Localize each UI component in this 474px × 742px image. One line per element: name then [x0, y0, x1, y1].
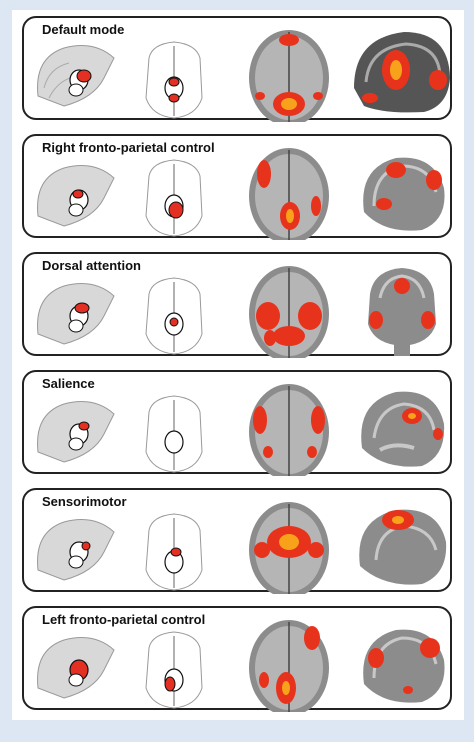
- sagittal-fmri: [359, 509, 447, 585]
- panel-title: Default mode: [42, 22, 125, 37]
- sagittal-fmri: [363, 157, 445, 231]
- panel-title: Right fronto-parietal control: [42, 140, 215, 155]
- network-images: [37, 384, 445, 476]
- sagittal-outline: [37, 283, 115, 345]
- figure: Default mode: [12, 10, 464, 720]
- panel-dorsal-attention: Dorsal attention: [22, 252, 452, 358]
- axial-outline: [145, 277, 203, 355]
- panel-title: Left fronto-parietal control: [42, 612, 206, 627]
- axial-outline: [145, 159, 203, 237]
- sagittal-fmri: [361, 391, 445, 467]
- axial-fmri: [249, 384, 329, 476]
- network-images: [37, 30, 450, 122]
- network-images: [37, 148, 445, 240]
- network-images: [37, 266, 436, 358]
- sagittal-outline: [37, 519, 115, 581]
- axial-outline: [145, 513, 203, 591]
- network-images: [37, 502, 447, 594]
- axial-outline: [145, 395, 203, 473]
- panel-right-fronto-parietal: Right fronto-parietal control: [22, 134, 452, 240]
- sagittal-fmri: [363, 629, 445, 703]
- panel-title: Salience: [42, 376, 95, 391]
- panel-salience: Salience: [22, 370, 452, 476]
- panel-sensorimotor: Sensorimotor: [22, 488, 452, 594]
- axial-outline: [145, 631, 203, 709]
- sagittal-outline: [37, 45, 115, 107]
- axial-outline: [145, 41, 203, 119]
- coronal-fmri: [368, 268, 436, 356]
- sagittal-outline: [37, 637, 115, 699]
- panel-title: Sensorimotor: [42, 494, 127, 509]
- panel-default-mode: Default mode: [22, 16, 452, 122]
- sagittal-outline: [37, 165, 115, 227]
- axial-fmri: [249, 620, 329, 712]
- panel-title: Dorsal attention: [42, 258, 141, 273]
- axial-fmri: [249, 502, 329, 594]
- sagittal-outline: [37, 401, 115, 463]
- axial-fmri: [249, 266, 329, 358]
- sagittal-fmri: [354, 32, 450, 113]
- network-images: [37, 620, 445, 712]
- panel-left-fronto-parietal: Left fronto-parietal control: [22, 606, 452, 712]
- axial-fmri: [249, 30, 329, 122]
- axial-fmri: [249, 148, 329, 240]
